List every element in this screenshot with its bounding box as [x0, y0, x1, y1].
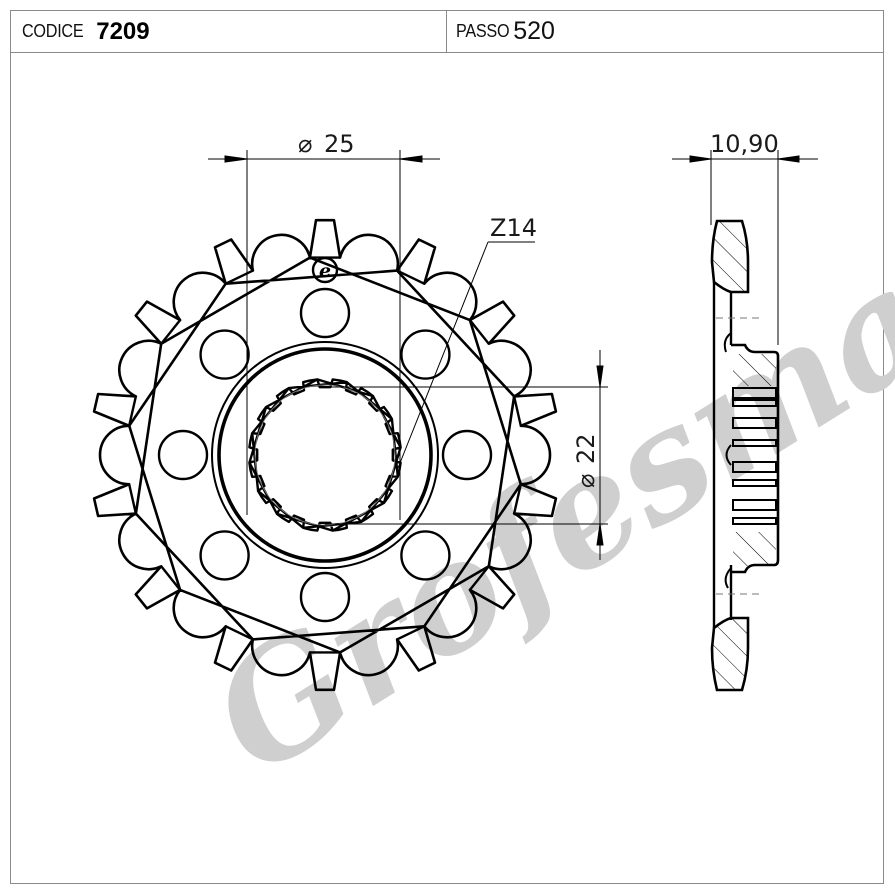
lightening-hole: [299, 571, 351, 623]
spline-band: [732, 479, 777, 487]
dimension-thickness: 10,90: [672, 130, 818, 345]
teeth-count-label: Z14: [490, 214, 537, 242]
lightening-hole: [441, 429, 493, 481]
side-section-view: 10,90: [672, 130, 818, 692]
diameter-symbol: ⌀: [298, 130, 312, 158]
tooth-base-line: [469, 319, 490, 345]
dimension-value-25: 25: [324, 130, 355, 158]
tooth-base-line: [396, 269, 425, 285]
arrow-icon: [689, 155, 712, 163]
diameter-symbol: ⌀: [572, 474, 600, 488]
arrow-icon: [224, 155, 248, 163]
spline-band: [732, 517, 777, 525]
title-block: CODICE 7209 PASSO 520: [10, 10, 884, 53]
spline-pitch-circle: [254, 384, 396, 526]
arrow-icon: [596, 523, 604, 546]
hub-ring-inner: [217, 347, 433, 563]
hole-profiles: [723, 332, 732, 589]
spline-band: [732, 417, 777, 429]
spline-bore: [248, 378, 402, 532]
spline-band: [732, 499, 777, 511]
dimension-value-22: 22: [572, 433, 600, 464]
sprocket-outline: [92, 218, 558, 692]
spline-band: [732, 461, 777, 473]
tooth-base-line: [127, 396, 138, 427]
arrow-icon: [399, 155, 423, 163]
arrow-icon: [596, 365, 604, 388]
logo-glyph: e: [319, 260, 331, 282]
lightening-hole: [199, 329, 250, 380]
lightening-hole: [157, 429, 209, 481]
spline-band: [732, 387, 777, 399]
lightening-hole: [400, 530, 451, 581]
spline-bands: [732, 387, 777, 525]
tooth-base-line: [512, 396, 523, 427]
tooth-base-line: [127, 483, 138, 514]
dimension-diameter-22: ⌀ 22: [325, 350, 608, 560]
pitch-cell: PASSO 520: [447, 11, 883, 52]
code-cell: CODICE 7209: [11, 11, 447, 52]
front-view: e: [92, 218, 558, 692]
lightening-holes: [157, 287, 493, 623]
code-label: CODICE: [22, 21, 84, 41]
pitch-label: PASSO: [456, 21, 510, 41]
tooth-base-line: [160, 565, 181, 591]
hub-hatch-upper: [733, 354, 776, 386]
teeth-count-callout: Z14: [397, 214, 537, 469]
tooth-base-line: [225, 625, 254, 641]
lower-tooth-section: [710, 616, 750, 692]
code-value: 7209: [96, 17, 150, 45]
lightening-hole: [199, 530, 250, 581]
leader-line: [397, 241, 489, 469]
tooth-base-line: [469, 565, 490, 591]
lightening-hole: [400, 329, 451, 380]
hub-ring-outer: [211, 341, 439, 569]
tooth-base-line: [396, 625, 425, 641]
tooth-base-line: [225, 269, 254, 285]
pitch-value: 520: [513, 17, 555, 45]
hub-hatch-lower: [733, 532, 776, 566]
logo-mark: e: [311, 256, 339, 284]
upper-tooth-section: [710, 219, 750, 294]
center-marks: [716, 317, 760, 595]
arrow-icon: [777, 155, 800, 163]
tooth-base-line: [512, 483, 523, 514]
dimension-value-thickness: 10,90: [710, 130, 779, 158]
dimension-diameter-25: ⌀ 25: [208, 130, 440, 520]
spline-band: [732, 399, 777, 407]
lightening-hole: [299, 287, 351, 339]
spline-band: [732, 439, 777, 447]
tooth-base-line: [160, 319, 181, 345]
